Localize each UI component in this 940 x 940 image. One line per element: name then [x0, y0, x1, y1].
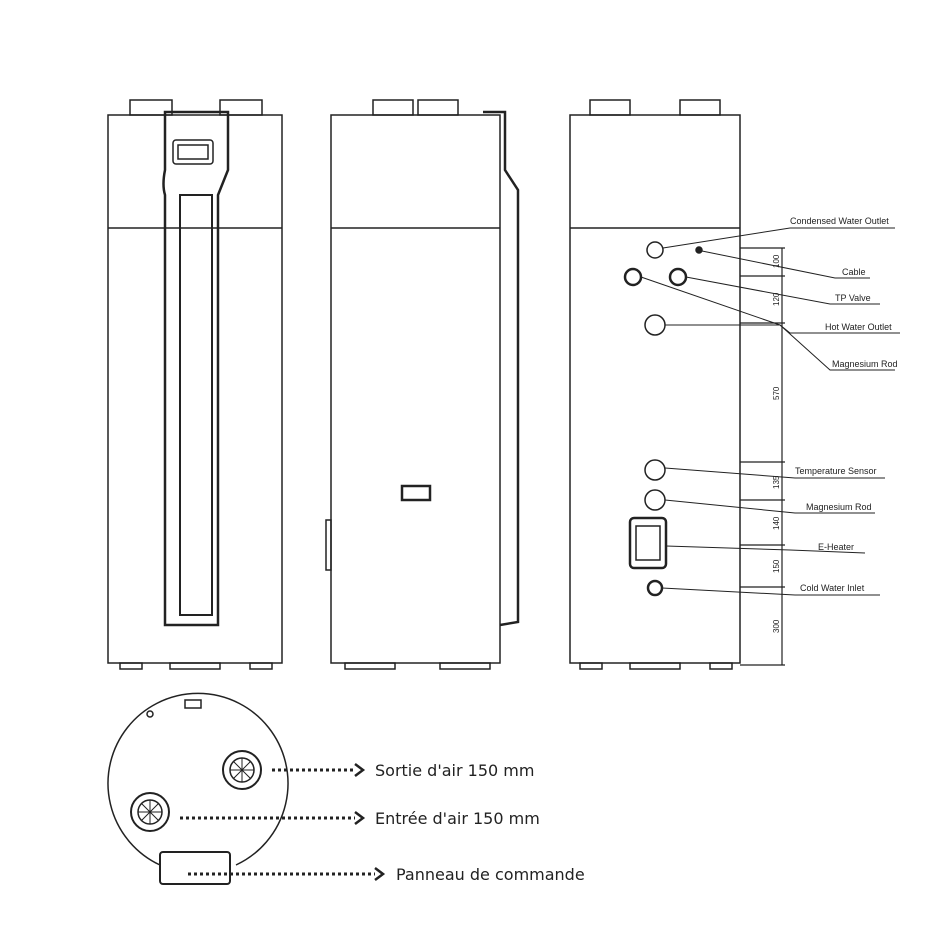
front-view: [107, 99, 283, 670]
dimension: 150: [772, 559, 781, 573]
label-control-panel: Panneau de commande: [396, 865, 585, 884]
label-hot-water-outlet: Hot Water Outlet: [825, 322, 892, 332]
label-cable: Cable: [842, 267, 866, 277]
side-view: [325, 99, 520, 670]
handle-icon: [400, 484, 432, 502]
dimension: 135: [772, 475, 781, 489]
label-condensed-water-outlet: Condensed Water Outlet: [790, 216, 889, 226]
dimension: 140: [772, 516, 781, 530]
label-air-outlet: Sortie d'air 150 mm: [375, 761, 534, 780]
dimension: 120: [772, 292, 781, 306]
label-e-heater: E-Heater: [818, 542, 854, 552]
label-magnesium-rod-1: Magnesium Rod: [832, 359, 898, 369]
control-panel-icon: [159, 851, 231, 885]
control-display-icon: [172, 139, 214, 165]
air-inlet-fan-icon: [130, 792, 170, 832]
dimension: 570: [772, 386, 781, 400]
label-tp-valve: TP Valve: [835, 293, 871, 303]
dimension: 100: [772, 254, 781, 268]
label-cold-water-inlet: Cold Water Inlet: [800, 583, 865, 593]
back-view: [569, 99, 900, 670]
air-outlet-fan-icon: [222, 750, 262, 790]
dimension: 300: [772, 619, 781, 633]
label-temperature-sensor: Temperature Sensor: [795, 466, 877, 476]
label-air-inlet: Entrée d'air 150 mm: [375, 809, 540, 828]
label-magnesium-rod-2: Magnesium Rod: [806, 502, 872, 512]
top-view: [107, 692, 386, 885]
